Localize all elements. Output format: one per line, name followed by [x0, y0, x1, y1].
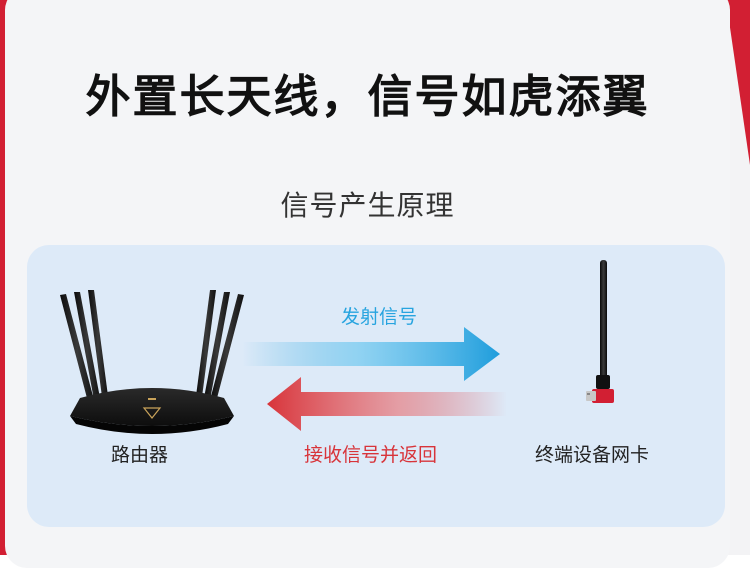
page-headline: 外置长天线，信号如虎添翼 [85, 70, 650, 123]
usb-adapter-image [586, 260, 614, 403]
send-signal-arrow [242, 327, 500, 381]
signal-diagram-panel: 发射信号 接收信号并返回 路由器 终端设备网卡 [27, 245, 725, 527]
receive-signal-label: 接收信号并返回 [304, 444, 438, 466]
send-signal-label: 发射信号 [341, 306, 418, 328]
adapter-label: 终端设备网卡 [535, 444, 650, 466]
router-image [60, 290, 244, 434]
right-corner-accent [726, 0, 750, 165]
router-label: 路由器 [111, 444, 169, 466]
receive-signal-arrow [267, 377, 507, 431]
section-subtitle: 信号产生原理 [280, 189, 455, 222]
content-card: 外置长天线，信号如虎添翼 信号产生原理 [5, 0, 730, 568]
